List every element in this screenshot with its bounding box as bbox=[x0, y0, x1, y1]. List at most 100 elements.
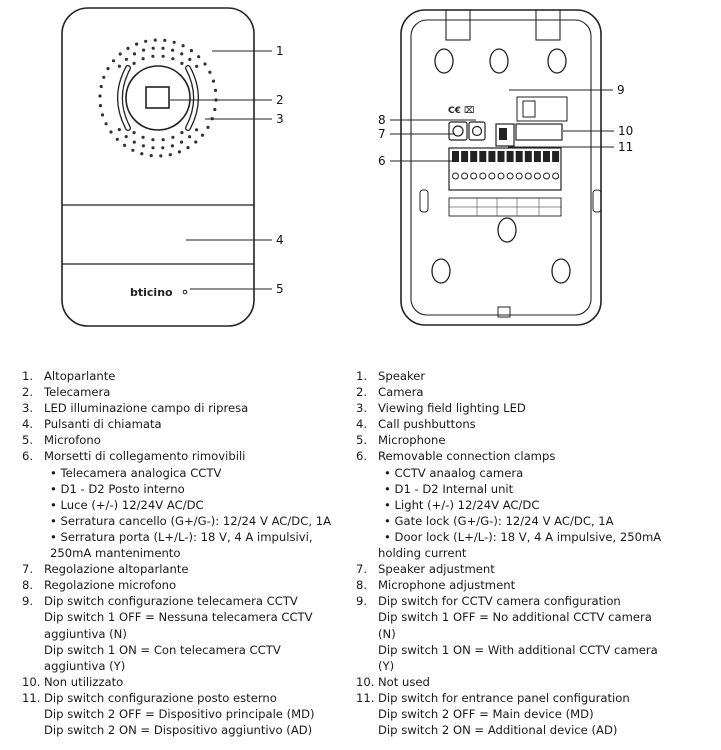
legend-continuation-text: Dip switch 1 ON = Con telecamera CCTV bbox=[44, 642, 281, 657]
terminal-screw bbox=[552, 172, 560, 180]
grille-dot bbox=[180, 52, 184, 56]
legend-number: 5. bbox=[22, 433, 34, 448]
legend-item: 3. LED illuminazione campo di ripresa bbox=[22, 400, 347, 416]
legend-text: LED illuminazione campo di ripresa bbox=[44, 401, 249, 416]
grille-dot bbox=[151, 54, 155, 58]
legend-item: 10.Non utilizzato bbox=[22, 674, 347, 690]
legend-continuation: Dip switch 1 OFF = Nessuna telecamera CC… bbox=[22, 609, 347, 625]
legend-subitem: • D1 - D2 Internal unit bbox=[356, 481, 706, 497]
grille-dot bbox=[161, 54, 165, 58]
terminal-screw bbox=[479, 172, 487, 180]
grille-dot bbox=[142, 48, 146, 52]
legend-item: 1. Speaker bbox=[356, 368, 706, 384]
grille-dot bbox=[171, 135, 175, 139]
callout-5: 5 bbox=[276, 282, 284, 296]
grille-dot bbox=[181, 44, 185, 48]
terminal-screw bbox=[470, 172, 478, 180]
camera-lens bbox=[145, 86, 170, 109]
callout-10: 10 bbox=[618, 124, 633, 138]
legend-subitem: • Luce (+/-) 12/24V AC/DC bbox=[22, 497, 347, 513]
legend-item: 7. Regolazione altoparlante bbox=[22, 561, 347, 577]
grille-dot bbox=[124, 135, 128, 139]
grille-dot bbox=[109, 130, 113, 134]
grille-dot bbox=[141, 135, 145, 139]
callout-8: 8 bbox=[378, 113, 386, 127]
connection-clamps bbox=[448, 147, 562, 191]
legend-subtext: • Gate lock (G+/G-): 12/24 V AC/DC, 1A bbox=[384, 513, 614, 528]
legend-continuation-text: Dip switch 2 ON = Dispositivo aggiuntivo… bbox=[44, 723, 313, 738]
legend-continuation: (Y) bbox=[356, 658, 706, 674]
legend-number: 3. bbox=[356, 401, 368, 416]
terminal-slot bbox=[461, 151, 469, 162]
grille-dot bbox=[106, 67, 110, 71]
legend-subtext: • Telecamera analogica CCTV bbox=[50, 465, 222, 480]
grille-dot bbox=[132, 140, 136, 144]
legend-subtext: • Luce (+/-) 12/24V AC/DC bbox=[50, 497, 204, 512]
legend-continuation-text: Dip switch 1 ON = With additional CCTV c… bbox=[378, 642, 658, 657]
legend-continuation-text: aggiuntiva (Y) bbox=[44, 658, 126, 673]
terminal-slot bbox=[470, 151, 478, 162]
callout-11: 11 bbox=[618, 140, 633, 154]
grille-dot bbox=[151, 138, 155, 142]
grille-dot bbox=[168, 153, 172, 157]
legend-text: Regolazione altoparlante bbox=[44, 562, 189, 577]
grille-dot bbox=[115, 137, 119, 141]
legend-subtext: • Serratura cancello (G+/G-): 12/24 V AC… bbox=[50, 513, 332, 528]
legend-number: 6. bbox=[22, 449, 34, 464]
legend-item: 2.Telecamera bbox=[22, 384, 347, 400]
grille-dot bbox=[177, 150, 181, 154]
legend-text: Speaker bbox=[378, 369, 426, 383]
legend-continuation-text: Dip switch 2 OFF = Main device (MD) bbox=[378, 706, 594, 721]
legend-text: Call pushbuttons bbox=[378, 417, 476, 432]
grille-dot bbox=[104, 122, 108, 126]
grille-dot bbox=[188, 57, 192, 62]
grille-dot bbox=[180, 61, 184, 65]
legend-subtext: • Door lock (L+/L-): 18 V, 4 A impulsive… bbox=[384, 529, 662, 544]
legend-subtext: • D1 - D2 Posto interno bbox=[50, 481, 185, 496]
legend-item: 4.Pulsanti di chiamata bbox=[22, 416, 347, 432]
legend-continuation: (N) bbox=[356, 626, 706, 642]
legend-number: 2. bbox=[22, 385, 34, 400]
grille-dot bbox=[213, 107, 217, 112]
legend-item: 8.Microphone adjustment bbox=[356, 577, 706, 593]
legend-number: 3. bbox=[22, 401, 34, 416]
legend-text: Microphone bbox=[378, 433, 446, 448]
terminal-slot bbox=[488, 151, 496, 162]
grille-dot bbox=[159, 154, 163, 158]
grille-dot bbox=[131, 148, 135, 152]
grille-dot bbox=[161, 146, 165, 150]
legend-continuation-text: Dip switch 2 OFF = Dispositivo principal… bbox=[44, 706, 315, 721]
legend-number: 7. bbox=[356, 562, 368, 577]
grille-dot bbox=[197, 55, 201, 59]
terminal-screw bbox=[497, 172, 505, 180]
legend-continuation-text: Dip switch 1 OFF = No additional CCTV ca… bbox=[378, 610, 652, 625]
legend-continuation-text: aggiuntiva (N) bbox=[44, 626, 127, 641]
callout-2: 2 bbox=[276, 93, 284, 107]
legend-number: 8. bbox=[22, 578, 34, 593]
legend-item: 10.Not used bbox=[356, 674, 706, 690]
legend-subitem: • Telecamera analogica CCTV bbox=[22, 465, 347, 481]
grille-dot bbox=[179, 140, 184, 144]
legend-continuation: holding current bbox=[356, 545, 706, 561]
legend-number: 7. bbox=[22, 562, 34, 577]
legend-number: 1. bbox=[356, 369, 368, 383]
grille-dot bbox=[124, 57, 128, 61]
legend-item: 7.Speaker adjustment bbox=[356, 561, 706, 577]
callout-1: 1 bbox=[276, 44, 284, 58]
grille-dot bbox=[171, 57, 175, 61]
grille-dot bbox=[170, 144, 174, 148]
terminal-screw bbox=[515, 172, 523, 180]
legend-text: Removable connection clamps bbox=[378, 449, 556, 464]
legend-item: 3.Viewing field lighting LED bbox=[356, 400, 706, 416]
grille-dot bbox=[189, 49, 193, 53]
legend-item: 5.Microfono bbox=[22, 432, 347, 448]
legend-item: 5.Microphone bbox=[356, 432, 706, 448]
grille-dot bbox=[123, 143, 127, 147]
grille-dot bbox=[118, 52, 122, 56]
legend-number: 9. bbox=[22, 594, 34, 609]
terminal-slot bbox=[506, 151, 514, 162]
legend-number: 9. bbox=[356, 594, 368, 609]
terminal-slot bbox=[552, 151, 560, 162]
legend-text: Pulsanti di chiamata bbox=[44, 417, 162, 432]
grille-dot bbox=[126, 46, 130, 51]
